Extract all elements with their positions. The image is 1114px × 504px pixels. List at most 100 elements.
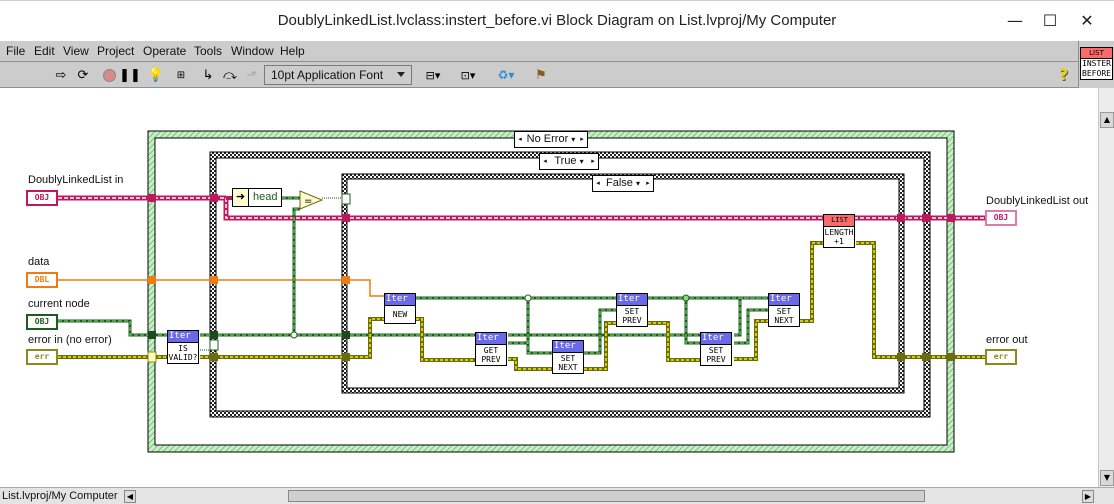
- menu-bar: File Edit View Project Operate Tools Win…: [0, 41, 1078, 62]
- menu-edit[interactable]: Edit: [34, 44, 55, 58]
- align-objects-icon[interactable]: ⊟▾: [425, 68, 441, 82]
- subvi-text: NEW: [392, 310, 408, 319]
- font-selector-value: 10pt Application Font: [271, 68, 384, 82]
- vertical-scrollbar[interactable]: ▲ ▼: [1098, 88, 1114, 487]
- chevron-down-icon: ▾: [635, 179, 640, 188]
- data-label: data: [28, 256, 50, 268]
- subvi-text: SET: [708, 346, 724, 355]
- increment-arrow-icon[interactable]: ▸: [580, 136, 584, 143]
- block-diagram-canvas[interactable]: = ◂ No Error ▾ ▸ ◂ True ▾ ▸ ◂ False ▾ ▸ …: [0, 88, 1098, 487]
- decrement-arrow-icon[interactable]: ◂: [543, 158, 547, 165]
- abort-icon[interactable]: [100, 66, 118, 84]
- window-title: DoublyLinkedList.lvclass:instert_before.…: [277, 12, 837, 29]
- help-icon[interactable]: ?: [1059, 65, 1069, 84]
- unbundle-field: head: [253, 191, 278, 203]
- subvi-header: Iter: [701, 333, 731, 345]
- wire-list[interactable]: [58, 195, 986, 221]
- run-continuously-icon[interactable]: ⟳: [77, 67, 89, 83]
- menu-view[interactable]: View: [63, 44, 89, 58]
- step-out-icon[interactable]: ⬏: [246, 67, 258, 83]
- case-selector-label: False: [606, 177, 633, 189]
- scroll-down-icon[interactable]: ▼: [1100, 470, 1114, 486]
- equal-node-label: =: [304, 196, 312, 207]
- case-selector-no-error[interactable]: ◂ No Error ▾ ▸: [514, 131, 588, 148]
- current-node-terminal[interactable]: OBJ: [26, 314, 58, 330]
- list-out-indicator[interactable]: OBJ: [985, 210, 1017, 226]
- maximize-button[interactable]: ☐: [1042, 11, 1058, 30]
- menu-operate[interactable]: Operate: [143, 44, 187, 58]
- subvi-text: +1: [834, 237, 844, 246]
- pause-icon[interactable]: ❚❚: [119, 67, 141, 83]
- chevron-down-icon: ▾: [579, 157, 584, 166]
- vi-icon-header: LIST: [1081, 48, 1112, 59]
- retain-wire-values-icon[interactable]: ⊞: [176, 69, 186, 81]
- case-selector-false[interactable]: ◂ False ▾ ▸: [592, 175, 654, 192]
- chevron-down-icon: [397, 72, 405, 77]
- vi-icon[interactable]: LIST INSTER BEFORE: [1080, 47, 1113, 80]
- menu-tools[interactable]: Tools: [194, 44, 223, 58]
- subvi-text: SET: [776, 307, 792, 316]
- horizontal-scrollbar[interactable]: List.lvproj/My Computer ◀ ▶: [0, 487, 1114, 504]
- close-button[interactable]: ✕: [1080, 11, 1094, 30]
- error-in-terminal[interactable]: err: [26, 349, 58, 365]
- equal-node[interactable]: [299, 190, 324, 210]
- title-bar: DoublyLinkedList.lvclass:instert_before.…: [0, 0, 1114, 41]
- scroll-right-icon[interactable]: ▶: [1082, 490, 1094, 503]
- decrement-arrow-icon[interactable]: ◂: [596, 180, 600, 187]
- run-arrow-icon[interactable]: ⇨: [55, 67, 67, 83]
- subvi-list-length-plus-one[interactable]: LIST LENGTH+1: [823, 214, 855, 248]
- minimize-button[interactable]: —: [1007, 11, 1023, 30]
- wire-error[interactable]: [58, 241, 986, 371]
- subvi-header: Iter: [617, 294, 647, 306]
- subvi-text: NEXT: [774, 316, 794, 325]
- subvi-text: SET: [560, 354, 576, 363]
- subvi-header: LIST: [824, 215, 854, 227]
- step-over-icon[interactable]: ⤼: [223, 67, 237, 83]
- highlight-execution-icon[interactable]: 💡: [147, 67, 165, 83]
- list-out-label: DoublyLinkedList out: [986, 195, 1089, 207]
- scroll-up-icon[interactable]: ▲: [1100, 112, 1114, 128]
- current-node-label: current node: [28, 298, 90, 310]
- arrow-right-icon: ➜: [233, 189, 249, 206]
- menu-project[interactable]: Project: [97, 44, 135, 58]
- case-selector-true[interactable]: ◂ True ▾ ▸: [539, 153, 599, 170]
- toolbar: ⇨ ⟳ ❚❚ 💡 ⊞ ↳ ⤼ ⬏ 10pt Application Font ⊟…: [0, 62, 1078, 88]
- subvi-text: PREV: [706, 355, 726, 364]
- subvi-text: VALID?: [168, 353, 198, 362]
- subvi-header: Iter: [476, 333, 506, 345]
- unbundle-by-name-node[interactable]: ➜ head: [232, 188, 282, 207]
- decrement-arrow-icon[interactable]: ◂: [518, 136, 522, 143]
- error-out-indicator[interactable]: err: [985, 349, 1017, 365]
- subvi-text: IS: [178, 344, 188, 353]
- step-into-icon[interactable]: ↳: [202, 67, 214, 83]
- cleanup-diagram-icon[interactable]: ⚑: [535, 67, 547, 83]
- increment-arrow-icon[interactable]: ▸: [591, 158, 595, 165]
- case-selector-label: True: [554, 155, 577, 167]
- menu-file[interactable]: File: [6, 44, 26, 58]
- tunnels: [147, 193, 955, 363]
- font-selector[interactable]: 10pt Application Font: [264, 65, 412, 85]
- project-path: List.lvproj/My Computer: [2, 490, 118, 502]
- list-in-terminal[interactable]: OBJ: [26, 190, 58, 206]
- increment-arrow-icon[interactable]: ▸: [646, 180, 650, 187]
- subvi-iter-new[interactable]: Iter NEW: [384, 293, 416, 324]
- subvi-text: NEXT: [558, 363, 578, 372]
- menu-window[interactable]: Window: [231, 44, 274, 58]
- data-terminal[interactable]: DBL: [26, 272, 58, 288]
- error-out-label: error out: [986, 334, 1028, 346]
- subvi-text: PREV: [622, 316, 642, 325]
- subvi-text: SET: [624, 307, 640, 316]
- subvi-header: Iter: [553, 341, 583, 353]
- scroll-left-icon[interactable]: ◀: [124, 490, 136, 503]
- distribute-objects-icon[interactable]: ⊡▾: [460, 68, 476, 82]
- scroll-thumb[interactable]: [288, 490, 925, 502]
- reorder-icon[interactable]: ♻▾: [497, 68, 515, 82]
- subvi-header: Iter: [168, 331, 198, 343]
- menu-help[interactable]: Help: [280, 44, 305, 58]
